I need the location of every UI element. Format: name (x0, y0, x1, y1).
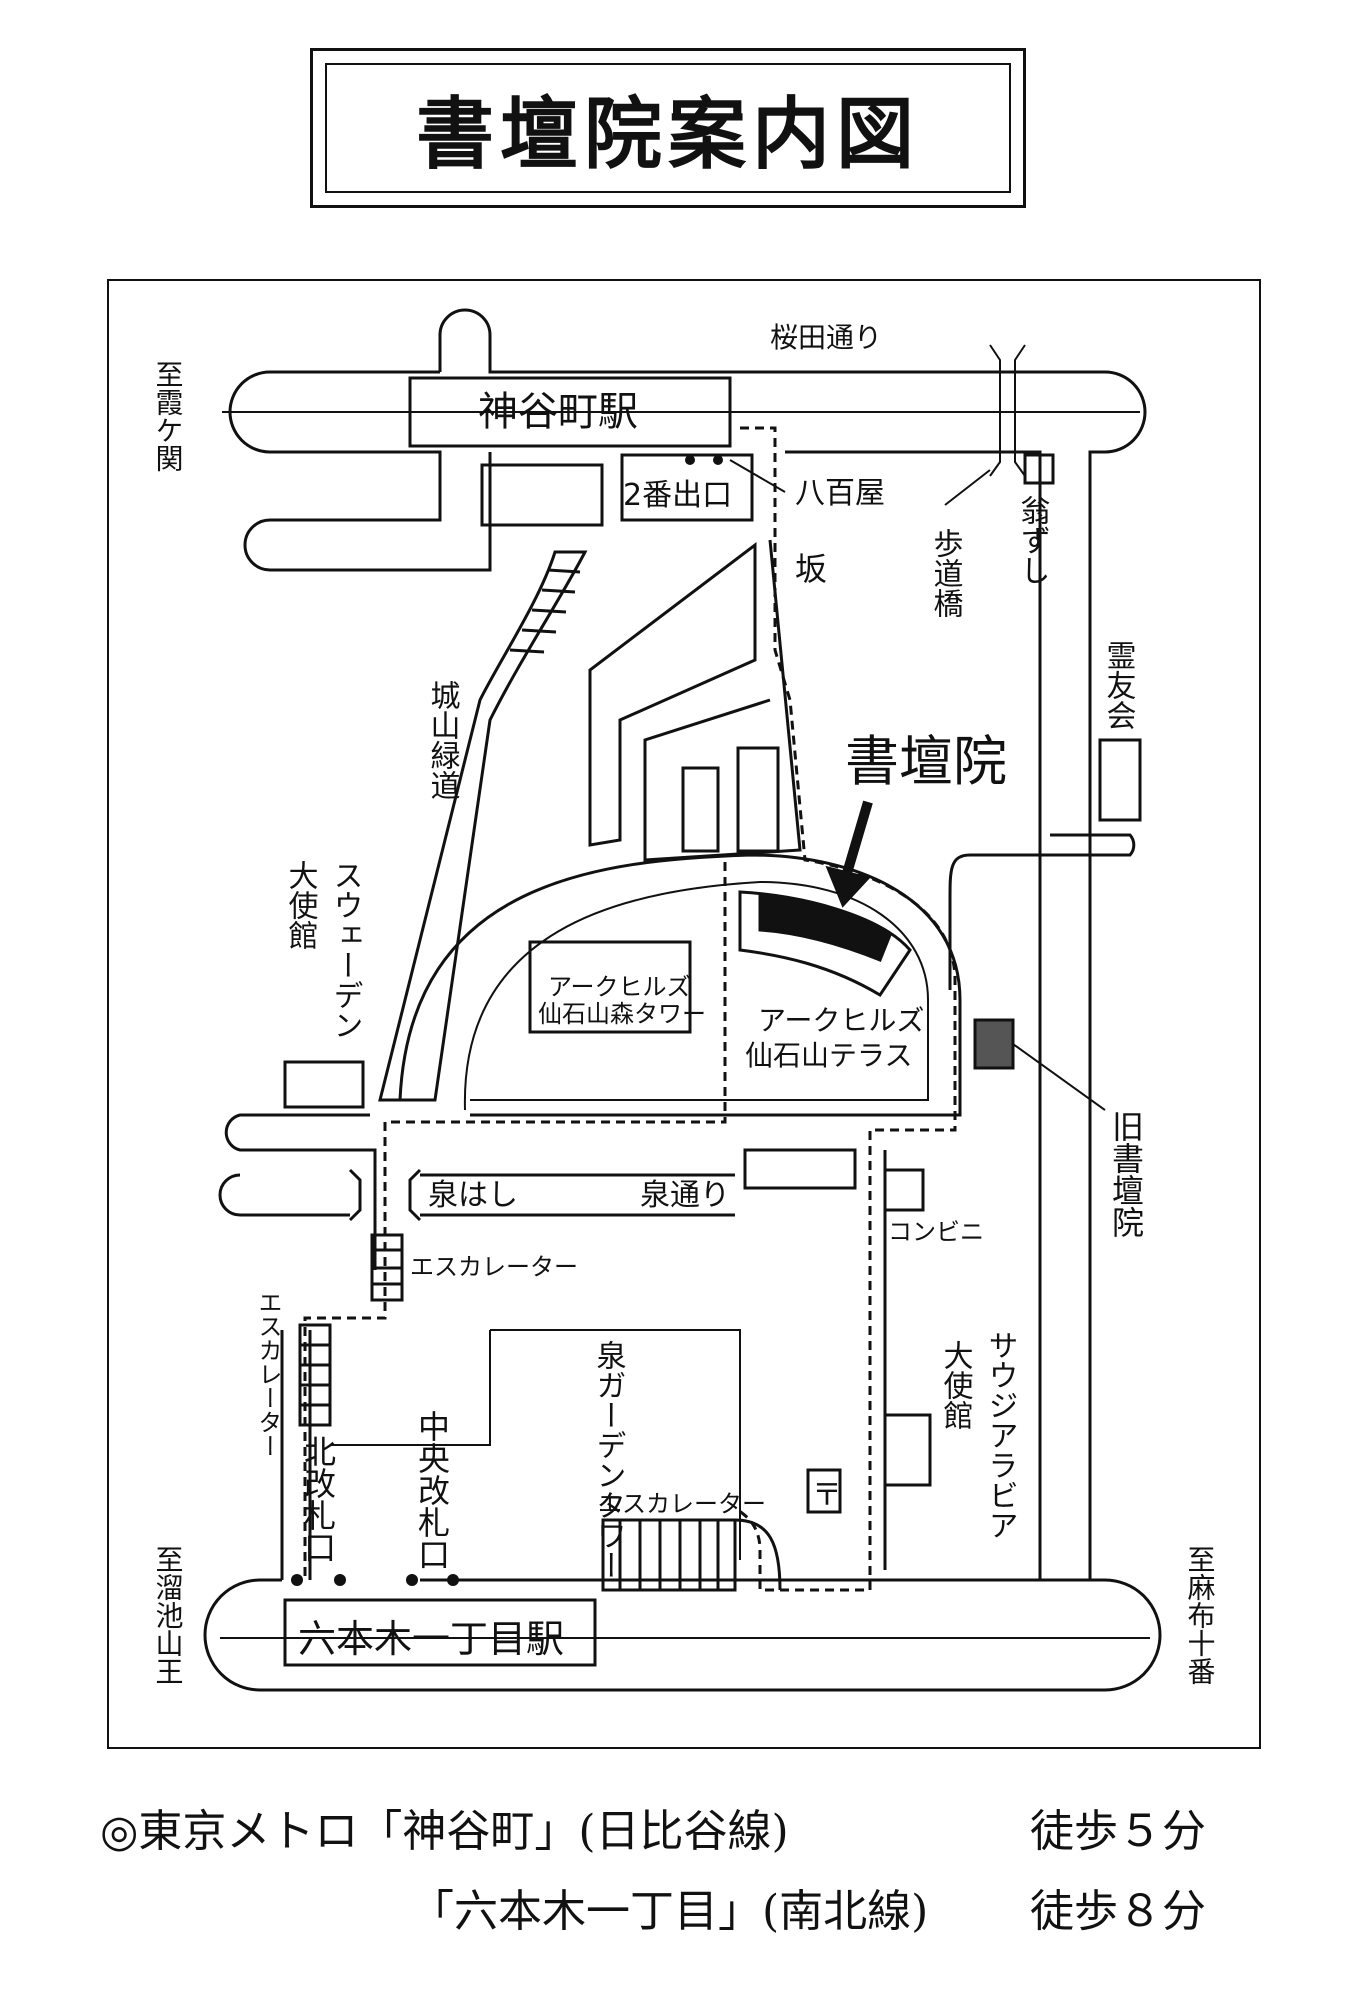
saka-label: 坂 (795, 550, 827, 588)
title-frame: 書壇院案内図 (310, 48, 1026, 208)
reiyukai-building (1098, 738, 1142, 822)
access-line-1-route: ◎東京メトロ「神谷町」(日比谷線) (100, 1806, 789, 1857)
old-shodanin-building (973, 1018, 1015, 1070)
reiyukai-label: 霊友会 (1101, 640, 1136, 730)
escalator-label-upper: エスカレーター (410, 1253, 578, 1281)
konbini-building (883, 1168, 925, 1212)
central-building-1 (588, 541, 757, 847)
chuo-kaisatsu-label: 中央改札口 (413, 1410, 451, 1570)
ark-tower-label-b: 仙石山森タワー (538, 1000, 706, 1028)
ark-hills-inner-road (463, 880, 929, 1111)
saudi-embassy-building (883, 1413, 932, 1487)
top-left-road (228, 370, 492, 572)
roppongi-road (203, 1330, 1162, 1692)
walking-route-kamiyacho (737, 426, 957, 1592)
block-a (480, 463, 604, 527)
access-line-2-walk: 徒歩８分 (1030, 1886, 1206, 1937)
saudi-embassy-label-b: 大使館 (938, 1340, 974, 1430)
izumi-hashi-label: 泉はし (428, 1178, 518, 1213)
small-building-2 (736, 746, 780, 853)
access-line-1: ◎東京メトロ「神谷町」(日比谷線) 徒歩５分 (100, 1795, 1300, 1857)
exit2-block (620, 453, 754, 522)
okinazushi-building (1023, 453, 1055, 485)
izumi-dori-west (218, 1168, 362, 1222)
izumi-garden-tower-label: 泉ガーデンタワー (591, 1340, 626, 1580)
escalator-label-bottom: エスカレーター (598, 1490, 766, 1518)
block-south-1 (743, 1148, 857, 1190)
shodanin-building (758, 893, 892, 962)
to-azabu-label: 至麻布十番 (1184, 1545, 1217, 1685)
ark-terrace-label-b: 仙石山テラス (745, 1039, 912, 1072)
exit2-label: 2番出口 (623, 478, 732, 513)
sweden-embassy-label-a: スウェーデン (328, 860, 363, 1040)
sweden-embassy-building (283, 1060, 365, 1109)
izumi-dori (408, 1168, 735, 1222)
izumi-garden-tower (330, 1329, 741, 1560)
kamiyacho-station-box (408, 376, 732, 448)
roppongi-station-label: 六本木一丁目駅 (298, 1617, 564, 1661)
old-shodanin-label: 旧書壇院 (1107, 1110, 1145, 1238)
east-road-branch (948, 833, 1136, 990)
hodokyo-leader (944, 469, 991, 506)
station-exits (291, 455, 723, 1586)
shodanin-arrow (840, 800, 873, 882)
hodokyo-label: 歩道橋 (928, 528, 964, 618)
access-line-1-walk: 徒歩５分 (1030, 1806, 1206, 1857)
access-line-2: 「六本木一丁目」(南北線) 徒歩８分 (100, 1875, 1300, 1937)
to-kasumigaseki-label: 至霞ケ関 (152, 360, 185, 472)
pedestrian-bridge (989, 344, 1026, 477)
escalator-upper (370, 1233, 404, 1302)
walking-route-roppongi (303, 862, 727, 1580)
saudi-embassy-label-a: サウジアラビア (983, 1330, 1018, 1540)
okinazushi-label: 翁ずし (1015, 495, 1050, 585)
ark-tower-label-a: アークヒルズ (548, 973, 691, 1001)
central-building-2 (643, 539, 802, 862)
post-office-label: 〒 (812, 1478, 842, 1513)
east-streets (883, 1150, 1042, 1570)
kita-kaisatsu-label: 北改札口 (299, 1435, 337, 1563)
small-building-1 (681, 766, 720, 853)
post-office-box (806, 1468, 842, 1514)
escalator-label-left: エスカレーター (254, 1290, 282, 1458)
ark-terrace-label-a: アークヒルズ (758, 1004, 924, 1037)
map-frame (107, 279, 1261, 1749)
izumi-dori-label: 泉通り (640, 1178, 730, 1213)
page-title: 書壇院案内図 (325, 63, 1011, 193)
konbini-label: コンビニ (888, 1218, 984, 1246)
shiroyama-ryokudo-label: 城山緑道 (425, 680, 460, 800)
escalator-bottom (601, 1518, 782, 1592)
shiroyama-greenway (378, 550, 588, 1102)
shodanin-label: 書壇院 (845, 730, 1007, 793)
yaoya-label: 八百屋 (795, 476, 885, 511)
kamiyacho-station-label: 神谷町駅 (478, 389, 638, 435)
sakurada-dori-label: 桜田通り (770, 321, 882, 354)
escalator-left (298, 1323, 332, 1427)
ark-mori-tower (528, 940, 692, 1034)
roppongi-station-box (283, 1598, 597, 1667)
sweden-embassy-label-b: 大使館 (283, 860, 319, 950)
shodanin-arrowhead (825, 865, 871, 908)
old-shodanin-leader (1012, 1043, 1106, 1111)
yaoya-leader (729, 459, 786, 493)
access-line-2-route: 「六本木一丁目」(南北線) (410, 1886, 929, 1937)
ark-hills-ring-road (224, 853, 962, 1270)
to-tameike-label: 至溜池山王 (152, 1545, 185, 1685)
